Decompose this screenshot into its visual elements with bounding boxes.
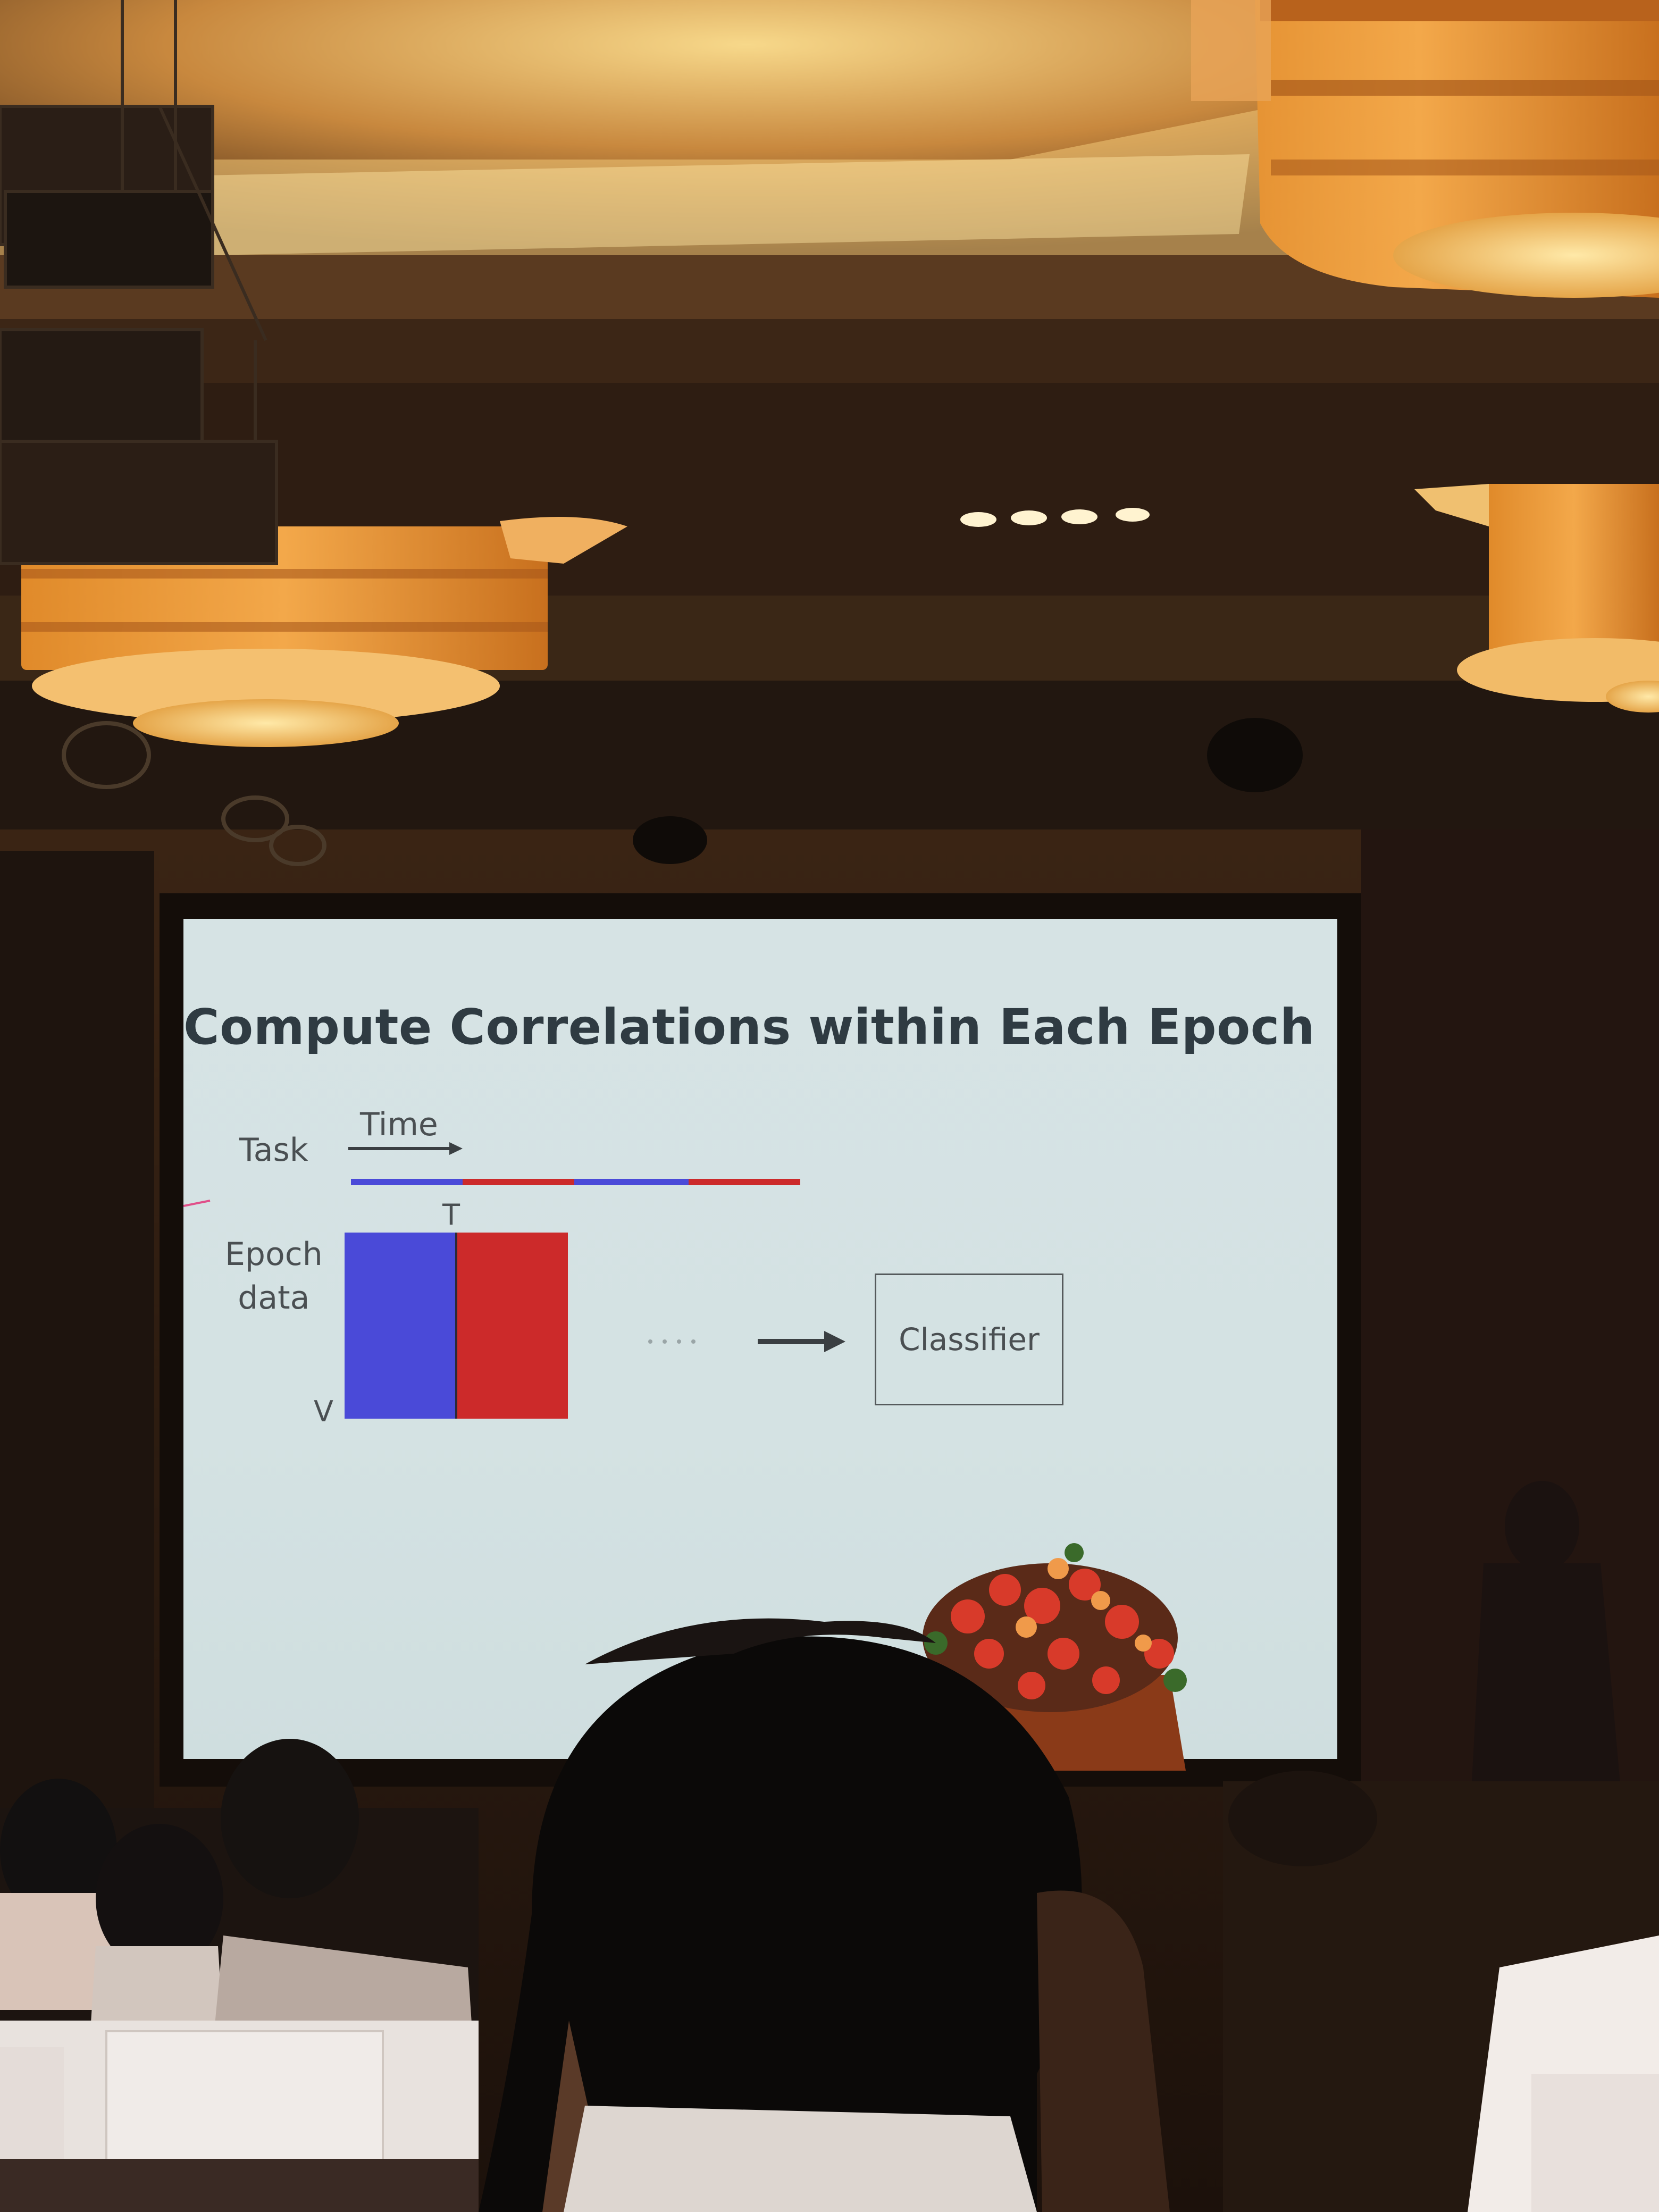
audience-left <box>0 1739 479 2212</box>
ellipsis-dots <box>648 1339 696 1344</box>
laser-pointer-mark <box>183 1200 211 1207</box>
epoch-data-label: Epoch data <box>225 1233 323 1320</box>
slide-title: Compute Correlations within Each Epoch <box>183 999 1315 1055</box>
projector-icon <box>0 0 278 565</box>
arrow-right-icon <box>758 1331 845 1352</box>
slide-diagram <box>183 1142 845 1419</box>
classifier-box: Classifier <box>875 1273 1063 1405</box>
audience-right <box>1223 1771 1659 2212</box>
ceiling-lamp-icon <box>1180 0 1659 298</box>
ceiling-lamp-icon <box>1414 484 1659 713</box>
epoch-label-line1: Epoch <box>225 1236 323 1273</box>
epoch-matrix <box>345 1233 568 1419</box>
v-axis-label: V <box>314 1395 333 1428</box>
classifier-label: Classifier <box>899 1321 1040 1358</box>
time-arrow-icon <box>348 1142 463 1155</box>
foreground-head <box>479 1618 1170 2212</box>
task-label: Task <box>239 1132 308 1169</box>
t-axis-label: T <box>442 1198 460 1231</box>
epoch-label-line2: data <box>238 1279 310 1317</box>
ceiling-spotlights <box>960 508 1150 527</box>
time-label: Time <box>360 1106 438 1143</box>
